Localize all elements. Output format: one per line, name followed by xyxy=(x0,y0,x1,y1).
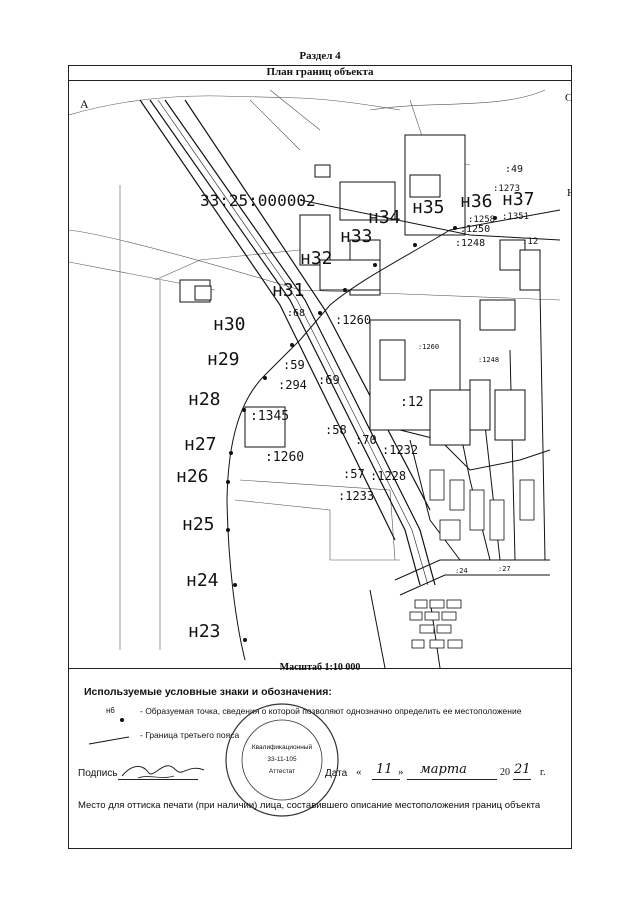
cadastral-quarter-label: 33:25:000002 xyxy=(200,191,316,210)
parcel-label: :12 xyxy=(522,237,538,247)
parcel-label: :1260 xyxy=(335,313,371,327)
parcel-label: :27 xyxy=(498,565,511,573)
parcel-label: :24 xyxy=(455,567,468,575)
legend-title: Используемые условные знаки и обозначени… xyxy=(84,686,332,698)
point-label: н37 xyxy=(502,189,535,210)
boundary-line-icon xyxy=(88,736,130,745)
parcel-label: :294 xyxy=(278,378,307,392)
plan-title: План границ объекта xyxy=(68,65,572,81)
point-label: н30 xyxy=(213,314,246,335)
south-label: Ю xyxy=(567,187,571,199)
date-year-suffix: 21 xyxy=(514,762,531,777)
parcel-label: :1233 xyxy=(338,489,374,503)
legend-point-label: н6 xyxy=(106,706,115,715)
parcel-label: :1258 xyxy=(468,215,495,225)
parcel-label: :1248 xyxy=(455,238,485,249)
parcel-label: :1228 xyxy=(370,469,406,483)
date-quote-open: « xyxy=(356,766,362,778)
legend-point-symbol: н6 xyxy=(104,706,128,726)
signature-label: Подпись xyxy=(78,768,118,779)
corner-letter: А xyxy=(80,97,89,111)
legend-line-text: - Граница третьего пояса xyxy=(140,730,240,740)
parcel-label: :1260 xyxy=(418,343,439,351)
point-label: н25 xyxy=(182,514,215,535)
signature-line xyxy=(118,779,198,780)
date-day-line xyxy=(372,779,400,780)
parcel-label: :70 xyxy=(355,433,377,447)
parcel-label: :68 xyxy=(287,308,305,319)
stamp-line3: Аттестат xyxy=(268,768,296,775)
date-month: марта xyxy=(420,762,467,777)
parcel-label: :1273 xyxy=(493,184,520,194)
parcel-label: :1232 xyxy=(382,443,418,457)
parcel-label: :12 xyxy=(400,395,423,410)
point-label: н34 xyxy=(368,207,401,228)
section-title: Раздел 4 xyxy=(299,50,341,62)
map-box xyxy=(68,81,572,669)
parcel-label: :1250 xyxy=(460,224,490,235)
point-label: н26 xyxy=(176,466,209,487)
date-year-line xyxy=(513,779,531,780)
parcel-label: :1351 xyxy=(502,212,529,222)
document-frame xyxy=(68,65,572,849)
official-stamp: Квалификационный 33-11-105 Аттестат xyxy=(222,700,342,820)
point-label: н32 xyxy=(300,248,333,269)
stamp-place-text: Место для оттиска печати (при наличии) л… xyxy=(78,800,541,811)
map-scale: Масштаб 1:10 000 xyxy=(279,662,361,673)
point-label: н33 xyxy=(340,226,373,247)
point-label: н35 xyxy=(412,197,445,218)
parcel-label: :49 xyxy=(505,164,523,175)
point-label: н31 xyxy=(272,280,305,301)
point-label: н29 xyxy=(207,349,240,370)
point-label: н27 xyxy=(184,434,217,455)
stamp-line2: 33-11-105 xyxy=(267,756,297,763)
date-quote-close: » xyxy=(398,766,404,778)
point-label: н36 xyxy=(460,191,493,212)
point-label: н24 xyxy=(186,570,219,591)
north-label: С xyxy=(565,92,571,104)
parcel-label: :1260 xyxy=(265,450,304,465)
parcel-label: :59 xyxy=(283,358,305,372)
date-month-line xyxy=(407,779,497,780)
stamp-icon xyxy=(225,703,339,817)
point-label: н28 xyxy=(188,389,221,410)
boundary-map: А С Ю 33:25:000002 н23 н24 н25 н26 н27 н… xyxy=(69,89,571,668)
legend-point-text: - Образуемая точка, сведения о которой п… xyxy=(140,706,522,716)
parcel-label: :57 xyxy=(343,467,365,481)
point-label: н23 xyxy=(188,621,221,642)
parcel-label: :1248 xyxy=(478,356,499,364)
date-day: 11 xyxy=(376,762,393,777)
handwritten-signature xyxy=(121,765,205,779)
date-year-prefix: 20 xyxy=(500,767,510,778)
stamp-line1: Квалификационный xyxy=(251,744,313,751)
parcel-label: :69 xyxy=(318,373,340,387)
point-dot-icon xyxy=(120,718,124,722)
date-year-unit: г. xyxy=(540,767,546,778)
parcel-label: :1345 xyxy=(250,409,289,424)
parcel-label: :58 xyxy=(325,423,347,437)
